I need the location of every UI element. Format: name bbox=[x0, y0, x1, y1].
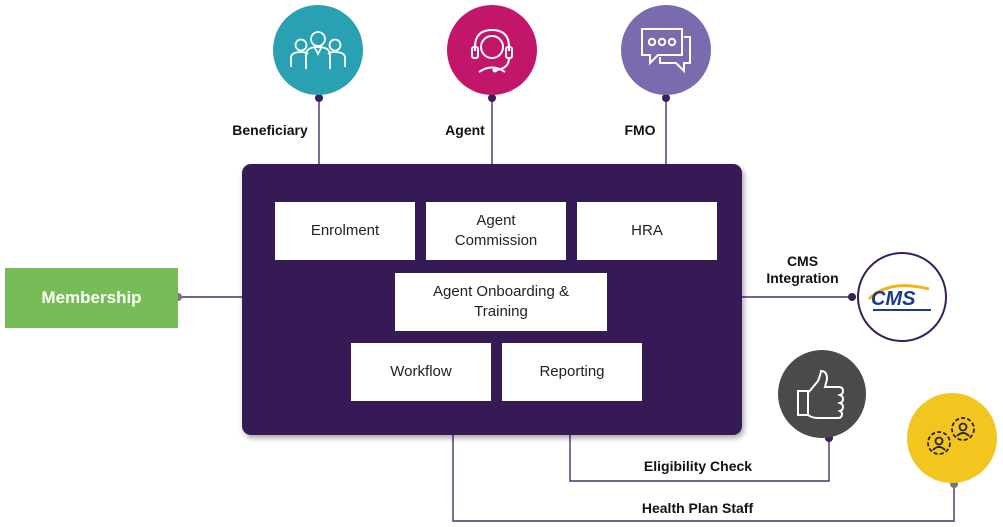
enrolment-module: Enrolment bbox=[275, 202, 415, 260]
hra-module: HRA bbox=[577, 202, 717, 260]
health-plan-connector bbox=[452, 435, 955, 522]
cms-logo-icon: CMS bbox=[867, 284, 931, 311]
beneficiary-label: Beneficiary bbox=[232, 122, 308, 138]
agent-node bbox=[447, 5, 537, 95]
cms-node: CMS bbox=[857, 252, 947, 342]
eligibility-connector bbox=[569, 435, 830, 482]
agent-commission-module: Agent Commission bbox=[426, 202, 566, 260]
fmo-label: FMO bbox=[624, 122, 656, 138]
people-icon bbox=[290, 31, 346, 69]
beneficiary-node bbox=[273, 5, 363, 95]
agent-onboarding-module: Agent Onboarding & Training bbox=[395, 273, 607, 331]
gears-people-icon bbox=[927, 417, 975, 455]
cms-logo-text: CMS bbox=[871, 288, 916, 310]
chat-bubble-icon bbox=[641, 28, 691, 74]
eligibility-node bbox=[778, 350, 866, 438]
platform-panel: Enrolment Agent Commission HRA Agent Onb… bbox=[242, 164, 742, 435]
health-plan-staff-node bbox=[907, 393, 997, 483]
headset-icon bbox=[471, 28, 513, 73]
reporting-module: Reporting bbox=[502, 343, 642, 401]
health-plan-staff-label: Health Plan Staff bbox=[641, 500, 754, 516]
membership-box: Membership bbox=[5, 268, 178, 328]
thumbs-up-icon bbox=[797, 369, 845, 419]
cms-integration-label: CMS Integration bbox=[766, 253, 839, 286]
fmo-node bbox=[621, 5, 711, 95]
agent-label: Agent bbox=[445, 122, 485, 138]
eligibility-check-label: Eligibility Check bbox=[643, 458, 753, 474]
workflow-module: Workflow bbox=[351, 343, 491, 401]
